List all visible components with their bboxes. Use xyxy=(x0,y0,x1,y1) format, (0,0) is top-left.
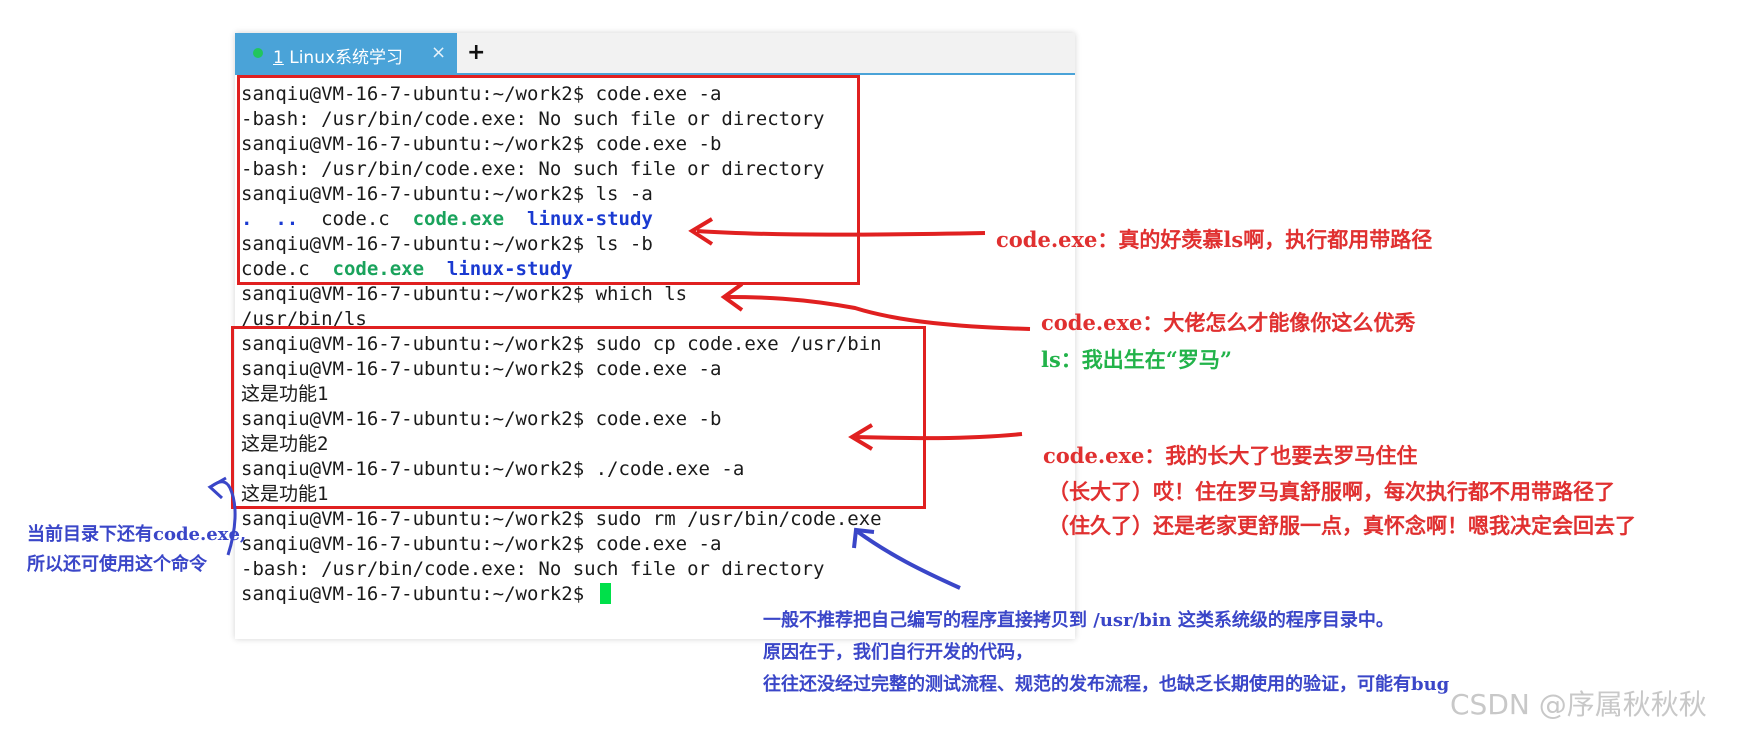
terminal-line: sanqiu@VM-16-7-ubuntu:~/work2$ ls -b xyxy=(241,232,653,257)
terminal-line: 这是功能1 xyxy=(241,382,328,407)
terminal-line-text: sanqiu@VM-16-7-ubuntu:~/work2$ xyxy=(241,583,596,605)
tab-linux-study[interactable]: 1 Linux系统学习 × xyxy=(235,33,457,73)
terminal-line: -bash: /usr/bin/code.exe: No such file o… xyxy=(241,157,824,182)
file-name: code.c xyxy=(298,208,413,230)
close-icon[interactable]: × xyxy=(431,42,447,63)
annotation-recommendation-2: 原因在于，我们自行开发的代码， xyxy=(763,642,1033,663)
terminal-line: sanqiu@VM-16-7-ubuntu:~/work2$ code.exe … xyxy=(241,532,721,557)
terminal-line-text: -bash: /usr/bin/code.exe: No such file o… xyxy=(241,558,825,580)
terminal-line-text: sanqiu@VM-16-7-ubuntu:~/work2$ sudo rm /… xyxy=(241,508,882,530)
file-name: code.c xyxy=(241,258,333,280)
annotation-current-dir-1: 当前目录下还有code.exe, xyxy=(27,524,247,545)
tab-title: 1 Linux系统学习 xyxy=(273,43,403,68)
directory-name: linux-study xyxy=(527,208,653,230)
executable-file-name: code.exe xyxy=(412,208,505,230)
terminal-line: sanqiu@VM-16-7-ubuntu:~/work2$ xyxy=(241,582,611,607)
new-tab-button[interactable]: + xyxy=(467,40,486,65)
terminal-cursor xyxy=(599,583,611,604)
executable-file-name: code.exe xyxy=(332,258,425,280)
terminal-line: /usr/bin/ls xyxy=(241,307,367,332)
connection-status-dot-icon xyxy=(253,48,263,58)
annotation-recommendation-3: 往往还没经过完整的测试流程、规范的发布流程，也缺乏长期使用的验证，可能有bug xyxy=(763,674,1450,695)
annotation-envy: code.exe：真的好羡慕ls啊，执行都用带路径 xyxy=(996,227,1433,252)
terminal-line: sanqiu@VM-16-7-ubuntu:~/work2$ ./code.ex… xyxy=(241,457,744,482)
terminal-line-text: sanqiu@VM-16-7-ubuntu:~/work2$ ./code.ex… xyxy=(241,458,745,480)
terminal-line: 这是功能1 xyxy=(241,482,328,507)
terminal-line-text: sanqiu@VM-16-7-ubuntu:~/work2$ code.exe … xyxy=(241,533,722,555)
annotation-admire: code.exe：大佬怎么才能像你这么优秀 xyxy=(1041,310,1416,335)
tab-label: Linux系统学习 xyxy=(283,48,404,68)
terminal-line: 这是功能2 xyxy=(241,432,328,457)
terminal-window: 1 Linux系统学习 × + sanqiu@VM-16-7-ubuntu:~/… xyxy=(235,33,1075,639)
terminal-line: sanqiu@VM-16-7-ubuntu:~/work2$ code.exe … xyxy=(241,132,721,157)
terminal-line-text: sanqiu@VM-16-7-ubuntu:~/work2$ code.exe … xyxy=(241,83,722,105)
terminal-line-text: sanqiu@VM-16-7-ubuntu:~/work2$ code.exe … xyxy=(241,133,722,155)
terminal-line: sanqiu@VM-16-7-ubuntu:~/work2$ code.exe … xyxy=(241,82,721,107)
watermark: CSDN @序属秋秋秋 xyxy=(1450,688,1707,721)
tab-bar: 1 Linux系统学习 × + xyxy=(235,33,1075,75)
terminal-line-text: sanqiu@VM-16-7-ubuntu:~/work2$ ls -b xyxy=(241,233,653,255)
terminal-line: sanqiu@VM-16-7-ubuntu:~/work2$ sudo cp c… xyxy=(241,332,882,357)
terminal-line-text: -bash: /usr/bin/code.exe: No such file o… xyxy=(241,108,825,130)
terminal-line-text: 这是功能2 xyxy=(241,433,329,455)
terminal-line: -bash: /usr/bin/code.exe: No such file o… xyxy=(241,107,824,132)
annotation-return-home: （住久了）还是老家更舒服一点，真怀念啊！嗯我决定会回去了 xyxy=(1048,513,1636,538)
highlight-box-before-copy xyxy=(237,75,860,285)
terminal-line-text: 这是功能1 xyxy=(241,383,329,405)
terminal-line-text: -bash: /usr/bin/code.exe: No such file o… xyxy=(241,158,825,180)
directory-name: linux-study xyxy=(446,258,573,280)
annotation-goal: code.exe：我的长大了也要去罗马住住 xyxy=(1043,443,1418,468)
annotation-current-dir-2: 所以还可使用这个命令 xyxy=(27,554,207,575)
annotation-recommendation-1: 一般不推荐把自己编写的程序直接拷贝到 /usr/bin 这类系统级的程序目录中。 xyxy=(763,610,1394,631)
terminal-line: sanqiu@VM-16-7-ubuntu:~/work2$ ls -a xyxy=(241,182,653,207)
annotation-ls-rome: ls：我出生在“罗马” xyxy=(1041,347,1232,372)
terminal-line: sanqiu@VM-16-7-ubuntu:~/work2$ which ls xyxy=(241,282,687,307)
terminal-line-text: sanqiu@VM-16-7-ubuntu:~/work2$ ls -a xyxy=(241,183,653,205)
terminal-line-text: sanqiu@VM-16-7-ubuntu:~/work2$ which ls xyxy=(241,283,688,305)
terminal-line: sanqiu@VM-16-7-ubuntu:~/work2$ sudo rm /… xyxy=(241,507,882,532)
directory-name: . .. xyxy=(241,208,299,230)
terminal-line-text: sanqiu@VM-16-7-ubuntu:~/work2$ code.exe … xyxy=(241,408,722,430)
terminal-line: sanqiu@VM-16-7-ubuntu:~/work2$ code.exe … xyxy=(241,357,721,382)
terminal-line-text: /usr/bin/ls xyxy=(241,308,367,330)
terminal-line-text: 这是功能1 xyxy=(241,483,329,505)
terminal-line-text: sanqiu@VM-16-7-ubuntu:~/work2$ code.exe … xyxy=(241,358,722,380)
terminal-line: . .. code.c code.exe linux-study xyxy=(241,207,653,232)
terminal-line: -bash: /usr/bin/code.exe: No such file o… xyxy=(241,557,824,582)
terminal-line: sanqiu@VM-16-7-ubuntu:~/work2$ code.exe … xyxy=(241,407,721,432)
terminal-line: code.c code.exe linux-study xyxy=(241,257,573,282)
tab-number: 1 xyxy=(273,48,284,68)
terminal-line-text: sanqiu@VM-16-7-ubuntu:~/work2$ sudo cp c… xyxy=(241,333,882,355)
annotation-grown-up: （长大了）哎！住在罗马真舒服啊，每次执行都不用带路径了 xyxy=(1048,479,1615,504)
highlight-box-after-copy xyxy=(231,326,926,509)
